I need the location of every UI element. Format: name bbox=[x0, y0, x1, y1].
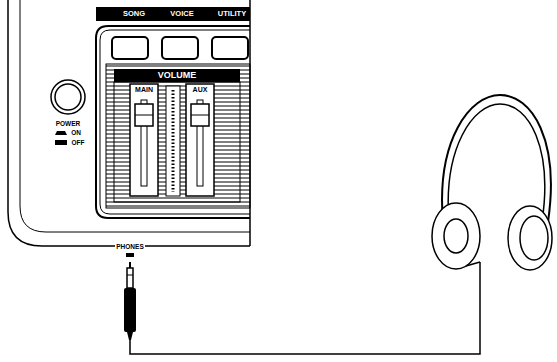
button-label: UTILITY bbox=[217, 10, 247, 18]
slider-label: AUX bbox=[192, 86, 209, 93]
section-title: VOLUME bbox=[157, 71, 198, 80]
volume-band bbox=[114, 69, 240, 82]
switch-state: ON bbox=[70, 130, 82, 137]
function-band bbox=[96, 7, 250, 21]
jack-label: PHONES bbox=[115, 244, 144, 251]
cable bbox=[130, 262, 480, 354]
main-slider bbox=[130, 84, 158, 196]
utility-button bbox=[212, 37, 248, 59]
headphones bbox=[432, 95, 552, 270]
slider-label: MAIN bbox=[134, 86, 154, 93]
aux-slider bbox=[186, 84, 214, 196]
power-button bbox=[51, 80, 85, 114]
switch-state: OFF bbox=[71, 140, 86, 147]
button-label: SONG bbox=[122, 10, 146, 18]
button-label: VOICE bbox=[169, 10, 194, 18]
keyboard-housing bbox=[8, 0, 250, 246]
song-button bbox=[112, 37, 148, 59]
housing-inner-edge bbox=[20, 0, 250, 232]
switch-label: POWER bbox=[55, 121, 82, 128]
phone-plug bbox=[127, 268, 133, 288]
voice-button bbox=[162, 37, 198, 59]
